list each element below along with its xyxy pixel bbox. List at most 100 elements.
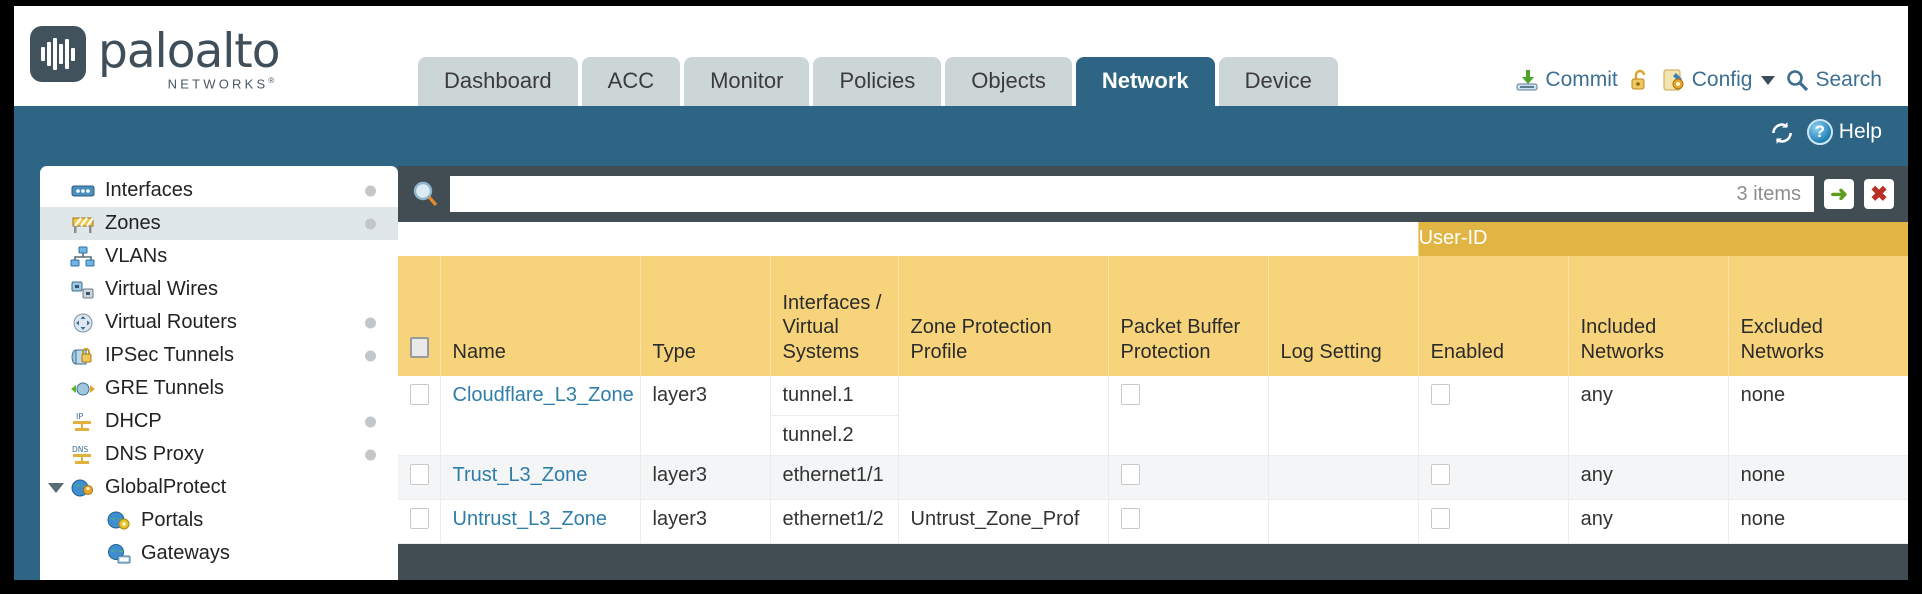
cell-name: Untrust_L3_Zone xyxy=(439,499,640,544)
sidebar-dot xyxy=(365,185,376,196)
sidebar-dot xyxy=(365,416,376,427)
help-question-icon: ? xyxy=(1806,119,1833,145)
table-row[interactable]: Trust_L3_Zone layer3 ethernet1/1 any non… xyxy=(398,455,1908,500)
filter-input[interactable]: 3 items xyxy=(450,176,1814,212)
virtual-routers-icon xyxy=(70,312,96,334)
cell-type: layer3 xyxy=(639,455,770,500)
tab-network[interactable]: Network xyxy=(1075,57,1215,106)
col-header-zone-protection-profile[interactable]: Zone Protection Profile xyxy=(897,256,1108,376)
tab-dashboard[interactable]: Dashboard xyxy=(418,57,578,106)
sidebar-item-interfaces[interactable]: Interfaces xyxy=(40,174,398,207)
col-header-log-setting[interactable]: Log Setting xyxy=(1267,256,1419,376)
col-header-enabled[interactable]: Enabled xyxy=(1417,256,1569,376)
col-header-interfaces[interactable]: Interfaces / Virtual Systems xyxy=(769,256,898,376)
tab-device[interactable]: Device xyxy=(1218,57,1338,106)
tab-objects[interactable]: Objects xyxy=(945,57,1072,106)
expand-collapse-triangle-icon[interactable] xyxy=(48,482,64,493)
sidebar-item-zones[interactable]: Zones xyxy=(40,207,398,240)
apply-filter-button[interactable]: ➜ xyxy=(1824,179,1854,209)
vlans-network-icon xyxy=(70,246,96,268)
sidebar-dot xyxy=(365,218,376,229)
top-bar: paloalto NETWORKS® Dashboard ACC Monitor… xyxy=(14,6,1908,106)
refresh-icon[interactable] xyxy=(1769,120,1793,144)
row-checkbox[interactable] xyxy=(410,384,429,405)
tab-monitor[interactable]: Monitor xyxy=(684,57,810,106)
cell-packet-buffer-protection xyxy=(1107,376,1268,456)
sidebar-item-vlans[interactable]: VLANs xyxy=(40,240,398,273)
paloalto-logo-icon xyxy=(30,26,86,82)
tab-policies[interactable]: Policies xyxy=(813,57,942,106)
svg-text:DNS: DNS xyxy=(72,445,88,454)
row-checkbox[interactable] xyxy=(410,508,429,529)
sidebar-item-ipsec-tunnels[interactable]: IPSec Tunnels xyxy=(40,339,398,372)
row-select-cell xyxy=(398,455,440,500)
row-checkbox[interactable] xyxy=(410,464,429,485)
commit-button[interactable]: Commit xyxy=(1515,68,1618,92)
config-menu[interactable]: Config xyxy=(1662,68,1776,92)
commit-label: Commit xyxy=(1545,68,1618,91)
dhcp-ip-icon: IP xyxy=(70,411,96,433)
userid-enabled-checkbox[interactable] xyxy=(1430,508,1450,529)
sidebar-item-dhcp[interactable]: IP DHCP xyxy=(40,405,398,438)
unlock-icon[interactable] xyxy=(1628,68,1652,92)
portals-icon xyxy=(106,510,132,532)
cell-excluded-networks: none xyxy=(1727,455,1908,500)
packet-buffer-protection-checkbox[interactable] xyxy=(1120,464,1140,485)
sidebar-item-virtual-routers[interactable]: Virtual Routers xyxy=(40,306,398,339)
cell-name: Trust_L3_Zone xyxy=(439,455,640,500)
help-link[interactable]: ? Help xyxy=(1806,119,1882,145)
sidebar-item-gateways[interactable]: Gateways xyxy=(40,537,398,570)
zone-name-link[interactable]: Trust_L3_Zone xyxy=(452,464,588,486)
zone-name-link[interactable]: Untrust_L3_Zone xyxy=(452,508,608,530)
col-header-type[interactable]: Type xyxy=(639,256,770,376)
sidebar-label-gre-tunnels: GRE Tunnels xyxy=(105,377,224,399)
cell-userid-enabled xyxy=(1417,499,1569,544)
gateways-icon xyxy=(106,543,132,565)
cell-excluded-networks: none xyxy=(1727,499,1908,544)
group-header-userid: User-ID xyxy=(1417,222,1908,256)
sidebar-label-dns-proxy: DNS Proxy xyxy=(105,443,204,465)
main-nav-tabs: Dashboard ACC Monitor Policies Objects N… xyxy=(418,57,1338,106)
row-select-cell xyxy=(398,376,440,456)
brand-logo[interactable]: paloalto NETWORKS® xyxy=(30,26,280,90)
sidebar-item-dns-proxy[interactable]: DNS DNS Proxy xyxy=(40,438,398,471)
sidebar-item-virtual-wires[interactable]: Virtual Wires xyxy=(40,273,398,306)
cell-zone-protection-profile xyxy=(897,455,1108,500)
clear-filter-button[interactable]: ✖ xyxy=(1864,179,1894,209)
col-header-included-networks[interactable]: Included Networks xyxy=(1567,256,1729,376)
table-row[interactable]: Untrust_L3_Zone layer3 ethernet1/2 Untru… xyxy=(398,499,1908,544)
cell-log-setting xyxy=(1267,376,1419,456)
sidebar-label-zones: Zones xyxy=(105,212,161,234)
sidebar-label-gateways: Gateways xyxy=(141,542,230,564)
sub-header-actions: ? Help xyxy=(1769,119,1882,145)
col-header-excluded-networks[interactable]: Excluded Networks xyxy=(1727,256,1908,376)
userid-enabled-checkbox[interactable] xyxy=(1430,384,1450,405)
row-select-cell xyxy=(398,499,440,544)
packet-buffer-protection-checkbox[interactable] xyxy=(1120,384,1140,405)
col-header-name[interactable]: Name xyxy=(439,256,640,376)
sidebar-dot xyxy=(365,449,376,460)
tab-acc[interactable]: ACC xyxy=(581,57,681,106)
search-label: Search xyxy=(1815,68,1882,91)
select-all-checkbox[interactable] xyxy=(410,336,429,358)
search-button[interactable]: Search xyxy=(1785,68,1882,92)
cell-name: Cloudflare_L3_Zone xyxy=(439,376,640,456)
ipsec-tunnels-lock-icon xyxy=(70,345,96,367)
sidebar-label-virtual-routers: Virtual Routers xyxy=(105,311,237,333)
top-right-actions: Commit Config xyxy=(1515,68,1882,92)
zone-name-link[interactable]: Cloudflare_L3_Zone xyxy=(452,384,634,406)
zones-table: User-ID Name Type Interfaces / Virtual S… xyxy=(398,222,1908,544)
cell-included-networks: any xyxy=(1567,455,1729,500)
sidebar-item-portals[interactable]: Portals xyxy=(40,504,398,537)
sidebar-item-globalprotect[interactable]: GlobalProtect xyxy=(40,471,398,504)
sidebar-item-gre-tunnels[interactable]: GRE Tunnels xyxy=(40,372,398,405)
userid-enabled-checkbox[interactable] xyxy=(1430,464,1450,485)
brand-registered-mark: ® xyxy=(268,76,278,85)
group-header-spacer xyxy=(398,222,1419,256)
filter-search-icon[interactable] xyxy=(410,179,440,209)
sidebar-dot xyxy=(365,317,376,328)
col-header-packet-buffer-protection[interactable]: Packet Buffer Protection xyxy=(1107,256,1268,376)
packet-buffer-protection-checkbox[interactable] xyxy=(1120,508,1140,529)
cell-excluded-networks: none xyxy=(1727,376,1908,456)
gre-tunnels-icon xyxy=(70,378,96,400)
